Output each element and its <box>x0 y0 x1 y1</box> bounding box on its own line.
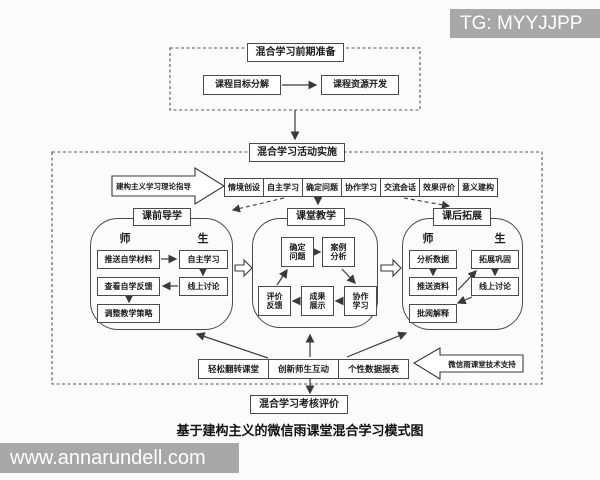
process-step-row: 情境创设 自主学习 确定问题 协作学习 交流会话 效果评价 意义建构 <box>224 178 498 197</box>
theory-callout-label: 建构主义学习理论指导 <box>116 181 191 191</box>
define-problem-box: 确定问题 <box>281 237 314 267</box>
hollow-arrow-in-to-post <box>380 258 402 278</box>
assessment-title-box: 混合学习考核评价 <box>250 395 348 414</box>
dashed-arrow-to-postclass <box>403 197 451 209</box>
process-step: 交流会话 <box>380 178 420 197</box>
view-feedback-box: 查看自学反馈 <box>97 277 160 296</box>
support-feature-row: 轻松翻转课堂 创新师生互动 个性数据报表 <box>198 359 409 379</box>
adjust-strategy-box: 调整教学策略 <box>97 304 160 323</box>
result-display-box: 成果展示 <box>301 286 334 316</box>
self-study-box: 自主学习 <box>179 250 228 269</box>
watermark-bottom-left: www.annarundell.com <box>0 443 239 473</box>
process-step: 意义建构 <box>458 178 498 197</box>
goal-decomposition-box: 课程目标分解 <box>203 75 281 95</box>
arrow-push-to-expand <box>457 270 477 291</box>
collaborative-learning-box: 协作学习 <box>344 286 377 316</box>
theory-callout-shape <box>111 167 226 205</box>
dashed-arrow-to-preclass <box>231 197 285 213</box>
resource-development-box: 课程资源开发 <box>321 75 399 95</box>
watermark-top-right: TG: MYYJJPP <box>450 9 600 38</box>
expand-consolidate-box: 拓展巩固 <box>471 250 519 269</box>
process-step: 情境创设 <box>224 178 264 197</box>
process-step: 协作学习 <box>341 178 381 197</box>
online-discussion-box: 线上讨论 <box>179 277 228 296</box>
analyze-data-box: 分析数据 <box>409 250 457 269</box>
tech-callout-shape <box>412 347 524 380</box>
review-explain-box: 批阅解释 <box>409 304 457 323</box>
post-class-student-label: 生 <box>494 232 506 245</box>
push-materials-box: 推送自学材料 <box>97 250 160 269</box>
process-step: 确定问题 <box>302 178 342 197</box>
diagram-caption: 基于建构主义的微信雨课堂混合学习模式图 <box>176 424 424 439</box>
arrow-case-to-collab <box>341 268 356 284</box>
in-class-title-box: 课堂教学 <box>287 208 345 226</box>
interaction-cell: 创新师生互动 <box>268 359 339 379</box>
arrow-support-to-preclass <box>195 332 269 359</box>
implementation-title-box: 混合学习活动实施 <box>249 143 345 162</box>
process-step: 效果评价 <box>419 178 459 197</box>
data-report-cell: 个性数据报表 <box>338 359 409 379</box>
tech-support-callout-label: 微信雨课堂技术支持 <box>448 359 516 369</box>
post-class-title-box: 课后拓展 <box>433 208 491 226</box>
arrow-eval-to-problem <box>276 268 288 286</box>
pre-class-teacher-label: 师 <box>119 232 131 245</box>
flipped-classroom-cell: 轻松翻转课堂 <box>198 359 269 379</box>
push-resources-box: 推送资料 <box>409 277 457 296</box>
online-discussion2-box: 线上讨论 <box>471 277 519 296</box>
hollow-arrow-pre-to-in <box>234 258 253 278</box>
evaluation-feedback-box: 评价反馈 <box>258 286 291 316</box>
arrow-discuss2-to-review <box>456 295 473 305</box>
arrow-support-to-postclass <box>346 331 408 358</box>
pre-class-title-box: 课前导学 <box>133 208 191 226</box>
case-analysis-box: 案例分析 <box>322 237 355 267</box>
preparation-title-box: 混合学习前期准备 <box>247 43 344 62</box>
pre-class-student-label: 生 <box>197 232 209 245</box>
process-step: 自主学习 <box>263 178 303 197</box>
post-class-teacher-label: 师 <box>422 232 434 245</box>
